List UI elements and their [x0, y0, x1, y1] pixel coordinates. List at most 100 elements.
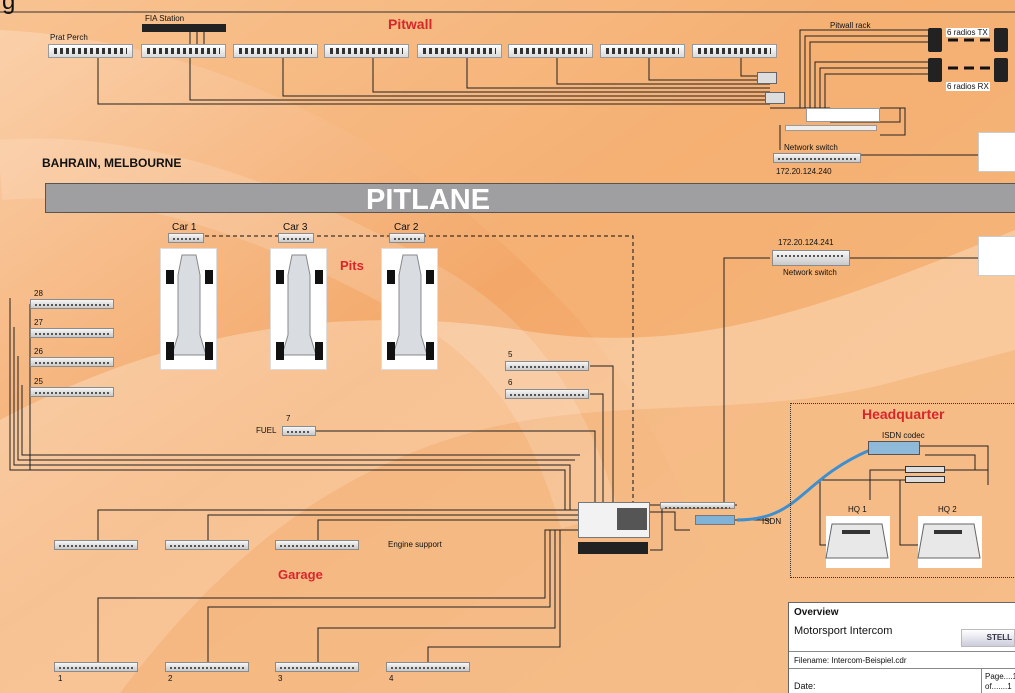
headset-icon-2: [978, 236, 1015, 276]
garage-panel-3-label: 3: [278, 674, 283, 683]
car-1-beltpack: [168, 233, 204, 243]
panel-5-label: 5: [508, 350, 513, 359]
panel-26: [30, 357, 114, 367]
switch-1-ip: 172.20.124.240: [776, 167, 832, 176]
garage-panel-2: [165, 662, 249, 672]
car-2-image: [381, 248, 438, 370]
fuel-beltpack: [282, 426, 316, 436]
radio-tx-icon: [928, 28, 942, 52]
header-title-fragment: g: [2, 0, 16, 15]
garage-panel-1: [54, 662, 138, 672]
car-3-image: [270, 248, 327, 370]
pitwall-panel-8: [692, 44, 777, 58]
pitwall-panel-1: [48, 44, 133, 58]
panel-28: [30, 299, 114, 309]
title-block-divider-1: [789, 651, 1015, 652]
panel-6: [505, 389, 589, 399]
panel-27-label: 27: [34, 318, 43, 327]
hq2-label: HQ 2: [938, 505, 957, 514]
title-block-divider-2: [789, 668, 1015, 669]
bahrain-melbourne-label: BAHRAIN, MELBOURNE: [42, 156, 182, 170]
network-switch-1-label: Network switch: [784, 143, 838, 152]
car-2-label: Car 2: [394, 222, 419, 233]
pitwall-panel-3: [233, 44, 318, 58]
network-switch-1: [773, 153, 861, 163]
network-switch-2: [772, 250, 850, 266]
car-1-label: Car 1: [172, 222, 197, 233]
garage-panel-2-label: 2: [168, 674, 173, 683]
garage-panel-3: [275, 662, 359, 672]
title-block-filename: Filename: Intercom-Beispiel.cdr: [794, 656, 907, 665]
radio-rx-icon: [928, 58, 942, 82]
switch-2-ip: 172.20.124.241: [778, 238, 834, 247]
pitlane-label: PITLANE: [366, 184, 491, 216]
fuel-label: FUEL: [256, 426, 277, 435]
power-unit: [578, 542, 648, 554]
pitwall-panel-6: [508, 44, 593, 58]
garage-panel-top-1: [54, 540, 138, 550]
radios-tx-label: 6 radios TX: [946, 28, 989, 37]
codec-rack-unit-2: [695, 515, 735, 525]
radio-rx-icon-2: [994, 58, 1008, 82]
title-block-project: Motorsport Intercom: [794, 625, 893, 637]
garage-panel-1-label: 1: [58, 674, 63, 683]
panel-7-label: 7: [286, 414, 291, 423]
panel-5: [505, 361, 589, 371]
hq-splitter-1: [905, 466, 945, 473]
garage-label: Garage: [278, 567, 323, 582]
title-block-date: Date:: [794, 681, 816, 691]
title-block: Overview Motorsport Intercom STELL Filen…: [788, 602, 1015, 693]
car-1-image: [160, 248, 217, 370]
fia-station-device: [142, 24, 226, 32]
network-switch-2-label: Network switch: [783, 268, 837, 277]
engine-support-label: Engine support: [388, 540, 442, 549]
codec-rack-unit-1: [660, 502, 735, 509]
panel-27: [30, 328, 114, 338]
panel-25-label: 25: [34, 377, 43, 386]
garage-panel-4: [386, 662, 470, 672]
garage-panel-top-2: [165, 540, 249, 550]
fia-station-label: FIA Station: [145, 14, 185, 23]
headquarter-area: [790, 403, 1015, 578]
isdn-codec-device: [868, 441, 920, 455]
splitter-b: [765, 92, 785, 104]
radios-rx-label: 6 radios RX: [946, 82, 990, 91]
car-3-label: Car 3: [283, 222, 308, 233]
isdn-codec-label: ISDN codec: [882, 431, 925, 440]
splitter-a: [757, 72, 777, 84]
hq-splitter-2: [905, 476, 945, 483]
pitwall-panel-4: [324, 44, 409, 58]
intercom-matrix-module: [617, 508, 647, 530]
hq1-label: HQ 1: [848, 505, 867, 514]
headset-icon-1: [978, 132, 1015, 172]
stell-logo: STELL: [961, 629, 1015, 647]
isdn-label: ISDN: [762, 517, 782, 526]
title-block-heading: Overview: [794, 607, 839, 618]
headquarter-label: Headquarter: [862, 406, 945, 422]
pitlane-band: PITLANE: [45, 183, 1015, 216]
pits-label: Pits: [340, 258, 364, 273]
pitwall-rack-label: Pitwall rack: [830, 21, 871, 30]
car-3-beltpack: [278, 233, 314, 243]
pitwall-panel-7: [600, 44, 685, 58]
panel-26-label: 26: [34, 347, 43, 356]
pitwall-panel-2: [141, 44, 226, 58]
panel-6-label: 6: [508, 378, 513, 387]
garage-panel-top-3: [275, 540, 359, 550]
title-block-page: Page....1: [985, 672, 1015, 681]
car-2-beltpack: [389, 233, 425, 243]
title-block-page-divider: [981, 668, 982, 693]
pitwall-label: Pitwall: [388, 16, 433, 32]
pitwall-rack-device: [806, 108, 880, 122]
title-block-of: of.......1: [985, 682, 1012, 691]
hq2-panel: [918, 516, 982, 568]
radio-tx-icon-2: [994, 28, 1008, 52]
garage-panel-4-label: 4: [389, 674, 394, 683]
pitwall-rack-unit: [785, 125, 877, 131]
pitwall-panel-5: [417, 44, 502, 58]
panel-25: [30, 387, 114, 397]
hq1-panel: [826, 516, 890, 568]
prat-perch-label: Prat Perch: [50, 33, 88, 42]
